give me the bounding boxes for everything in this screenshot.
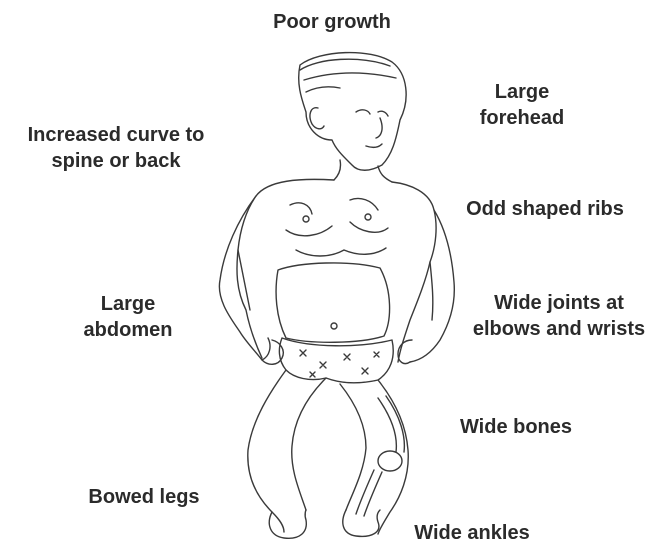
label-wide-ankles: Wide ankles <box>392 520 552 546</box>
eye-right <box>378 111 388 116</box>
chest-ribs <box>286 198 388 256</box>
label-large-forehead-line1: Large <box>452 79 592 105</box>
label-large-forehead-line2: forehead <box>452 105 592 131</box>
right-arm <box>410 210 454 362</box>
ear <box>310 108 324 129</box>
label-poor-growth: Poor growth <box>232 9 432 35</box>
head-outline <box>299 53 406 171</box>
label-large-abdomen-line2: abdomen <box>58 317 198 343</box>
label-large-abdomen-line1: Large <box>58 291 198 317</box>
diaper <box>279 338 393 383</box>
nose <box>376 118 382 138</box>
torso-outline <box>237 179 334 358</box>
label-wide-bones: Wide bones <box>436 414 596 440</box>
label-odd-shaped-ribs: Odd shaped ribs <box>440 196 650 222</box>
label-large-forehead: Large forehead <box>452 79 592 131</box>
right-leg <box>340 380 408 534</box>
torso-outline-right <box>392 182 436 362</box>
label-spine: Increased curve to spine or back <box>6 122 226 174</box>
eye-left <box>356 110 370 114</box>
label-wide-joints: Wide joints at elbows and wrists <box>466 290 652 342</box>
abdomen <box>276 263 390 342</box>
mouth <box>366 144 382 147</box>
hair <box>300 59 396 92</box>
label-large-abdomen: Large abdomen <box>58 291 198 343</box>
diaper-pattern <box>300 350 379 377</box>
nipple-right <box>365 214 371 220</box>
right-foot <box>343 510 380 536</box>
knee-joint <box>378 451 402 471</box>
left-arm <box>219 196 270 360</box>
label-spine-line2: spine or back <box>6 148 226 174</box>
label-wide-joints-line1: Wide joints at <box>466 290 652 316</box>
navel <box>331 323 337 329</box>
label-bowed-legs: Bowed legs <box>64 484 224 510</box>
left-leg <box>248 370 326 532</box>
label-wide-joints-line2: elbows and wrists <box>466 316 652 342</box>
label-spine-line1: Increased curve to <box>6 122 226 148</box>
nipple-left <box>303 216 309 222</box>
